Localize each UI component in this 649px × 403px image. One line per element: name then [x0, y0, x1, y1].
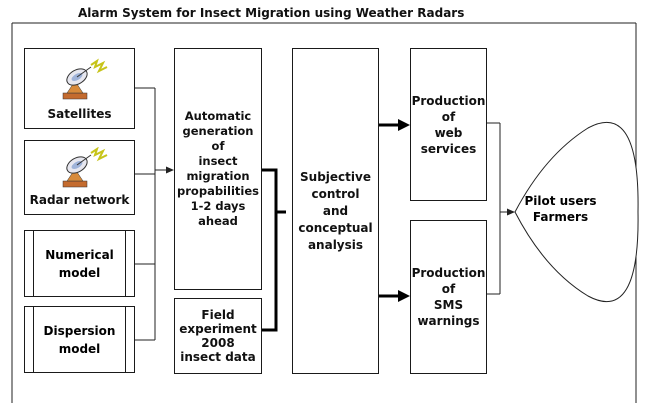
pilot-users-label: Pilot users Farmers: [524, 194, 597, 224]
satellites-box: Satellites: [24, 48, 135, 129]
satellites-label: Satellites: [47, 107, 112, 121]
numerical-model-box: Numerical model: [24, 230, 135, 297]
web-services-box: Production of web services: [410, 48, 487, 201]
sms-warnings-box: Production of SMS warnings: [410, 220, 487, 374]
automatic-generation-box: Automatic generation of insect migration…: [174, 48, 262, 290]
radar-network-label: Radar network: [29, 193, 130, 207]
field-experiment-box: Field experiment 2008 insect data: [174, 298, 262, 374]
dispersion-model-box: Dispersion model: [24, 306, 135, 373]
satellite-dish-icon: [62, 58, 108, 100]
pilot-users-shape: [514, 122, 639, 302]
subjective-control-box: Subjective control and conceptual analys…: [292, 48, 379, 374]
dispersion-model-label: Dispersion model: [33, 307, 126, 372]
radar-dish-icon: [62, 147, 108, 188]
numerical-model-label: Numerical model: [33, 231, 126, 296]
radar-network-box: Radar network: [24, 140, 135, 215]
diagram-title: Alarm System for Insect Migration using …: [78, 6, 465, 20]
